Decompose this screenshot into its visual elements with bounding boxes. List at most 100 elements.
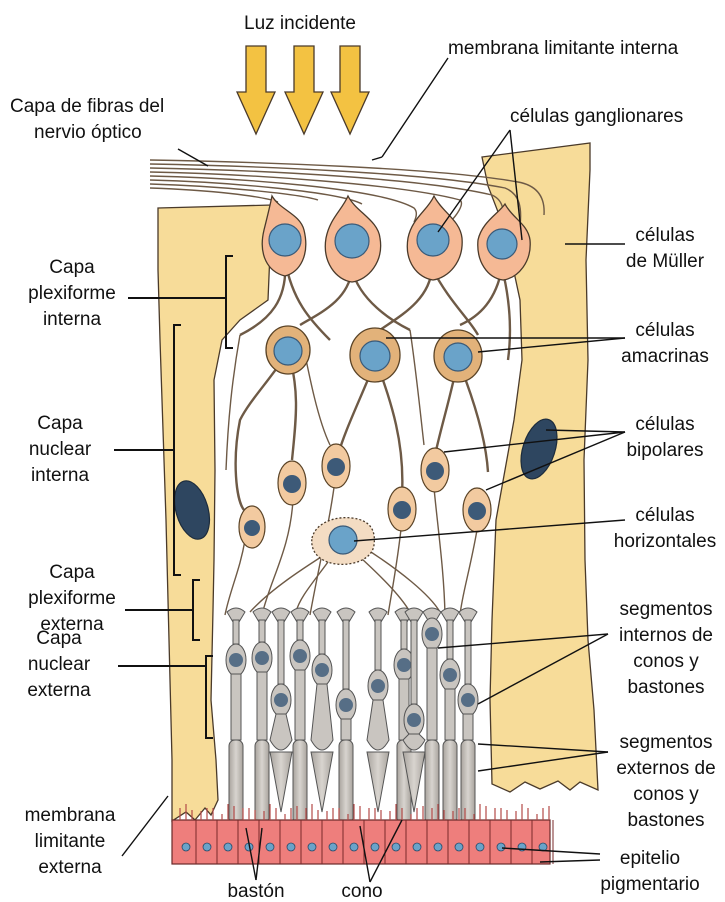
inner-fiber [233,620,239,644]
labels: Luz incidente membrana limitante interna… [10,13,716,902]
ganglion-cells [262,196,530,282]
pigment-nucleus [329,843,337,851]
photoreceptor-nucleus [461,693,475,707]
label-inner-plexiform-2: plexiforme [28,283,116,304]
label-outer-limiting-1: membrana [25,805,116,826]
photoreceptor-nucleus [293,649,307,663]
inner-fiber [259,620,265,642]
label-horizontal-2: horizontales [614,531,716,552]
label-inner-nuclear-3: interna [31,465,90,486]
microvilli [369,808,381,820]
bipolar-nucleus [244,520,260,536]
pigment-nucleus [455,843,463,851]
label-pigment-1: epitelio [620,848,680,869]
label-inner-segments-2: internos de [619,625,713,646]
label-outer-plexiform-2: plexiforme [28,588,116,609]
inner-fiber [375,620,381,670]
label-outer-limiting-3: externa [38,857,102,878]
rod-inner-segment [257,672,267,740]
rod-outer-segment [461,740,475,824]
amacrine-nucleus [360,341,390,371]
label-amacrine-1: células [635,320,694,341]
label-rod: bastón [227,881,284,902]
rod-outer-segment [443,740,457,824]
rod-cell [458,608,478,824]
label-muller-1: células [635,225,694,246]
label-light: Luz incidente [244,13,356,34]
cone-cell [311,608,333,812]
rod-inner-segment [231,674,241,740]
rod-cell [422,608,442,824]
pigment-nucleus [413,843,421,851]
rod-outer-segment [255,740,269,824]
microvilli [306,804,318,820]
label-outer-segments-4: bastones [627,810,704,831]
pigment-nucleus [497,843,505,851]
label-pigment-2: pigmentario [600,874,699,895]
photoreceptors [226,608,478,824]
pigment-nucleus [434,843,442,851]
bipolar-nucleus [468,502,486,520]
label-inner-limiting-membrane: membrana limitante interna [448,38,679,59]
rod-cell [290,608,310,824]
cone-outer-segment [311,752,333,812]
photoreceptor-nucleus [255,651,269,665]
label-horizontal-1: células [635,505,694,526]
cone-cell [367,608,389,812]
amacrine-nucleus [444,343,472,371]
label-inner-nuclear-2: nuclear [29,439,92,460]
bipolar-nucleus [283,475,301,493]
bipolar-nucleus [327,458,345,476]
light-arrow-icon [285,46,323,134]
microvilli [495,808,507,820]
rod-inner-segment [463,714,473,740]
label-outer-segments-1: segmentos [620,732,713,753]
ganglion-nucleus [417,224,449,256]
photoreceptor-nucleus [371,679,385,693]
pigment-nucleus [203,843,211,851]
rod-outer-segment [339,740,353,824]
label-outer-nuclear-3: externa [27,680,91,701]
photoreceptor-nucleus [229,653,243,667]
label-inner-nuclear-1: Capa [37,413,83,434]
cone-cell [270,608,292,812]
pigment-nucleus [476,843,484,851]
label-outer-segments-3: conos y [633,784,699,805]
inner-fiber [343,620,349,689]
pigment-nucleus [350,843,358,851]
pigment-nucleus [287,843,295,851]
photoreceptor-nucleus [315,663,329,677]
cone-inner-segment [270,714,292,750]
rod-cell [226,608,246,824]
label-inner-segments-3: conos y [633,651,699,672]
rod-outer-segment [229,740,243,824]
label-outer-limiting-2: limitante [35,831,106,852]
cone-inner-segment [311,684,333,750]
pigment-nucleus [371,843,379,851]
rod-inner-segment [295,670,305,740]
horizontal-cell [312,518,375,565]
horizontal-nucleus [329,526,357,554]
label-inner-plexiform-3: interna [43,309,102,330]
cone-outer-segment [367,752,389,812]
label-outer-segments-2: externos de [616,758,715,779]
microvilli [474,804,486,820]
ganglion-nucleus [487,229,517,259]
rod-cell [440,608,460,824]
inner-fiber [401,620,407,649]
photoreceptor-nucleus [274,693,288,707]
label-inner-segments-1: segmentos [620,599,713,620]
photoreceptor-nucleus [339,698,353,712]
label-ganglion-cells: células ganglionares [510,106,683,127]
label-muller-2: de Müller [626,251,705,272]
label-bipolar-2: bipolares [626,440,703,461]
rod-outer-segment [293,740,307,824]
microvilli [537,806,549,820]
rod-inner-segment [341,719,351,740]
incident-light-arrows [237,46,369,134]
pigment-nucleus [224,843,232,851]
photoreceptor-nucleus [407,713,421,727]
label-inner-plexiform-1: Capa [49,257,95,278]
bipolar-nucleus [426,462,444,480]
label-nerve-fiber-layer-2: nervio óptico [34,122,142,143]
